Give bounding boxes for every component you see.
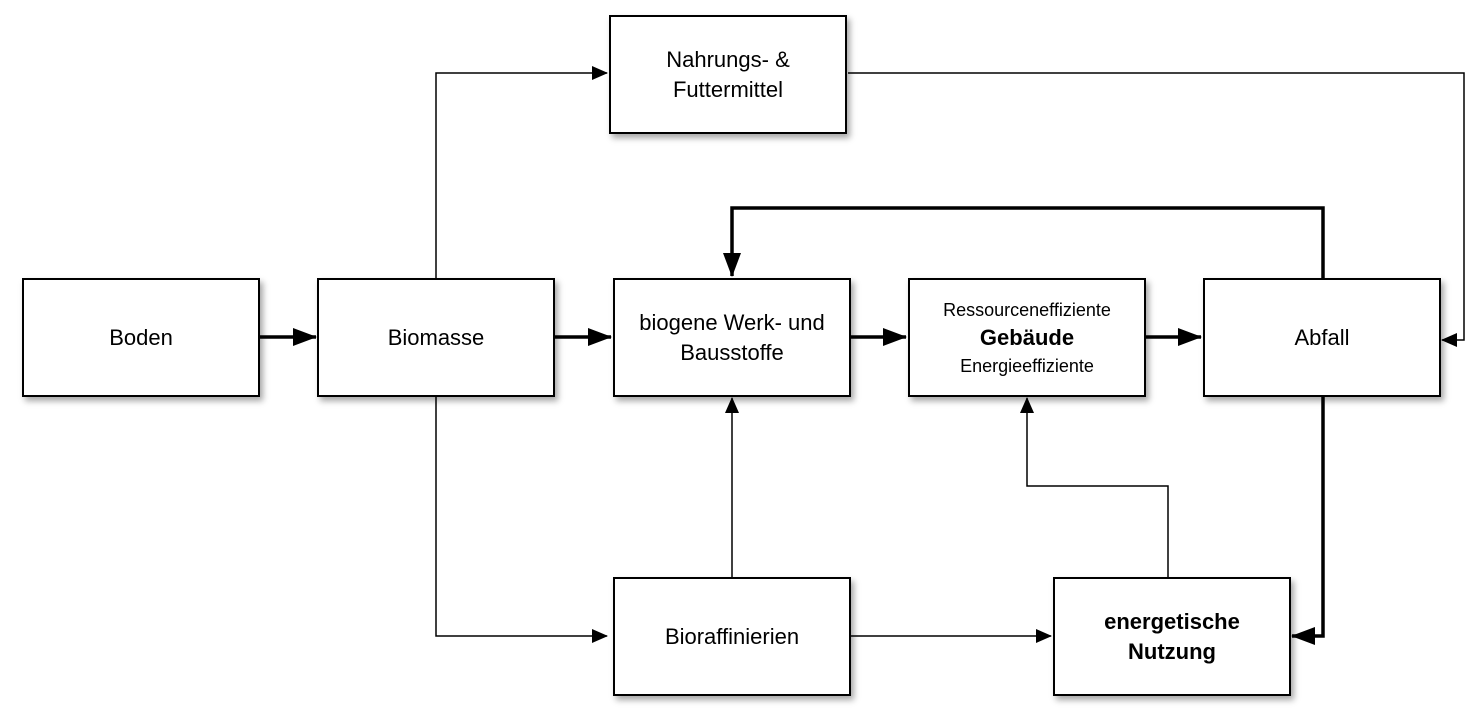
node-boden-label: Boden (109, 324, 173, 350)
node-boden: Boden (22, 278, 260, 397)
node-nahrung-line2: Futtermittel (672, 76, 784, 102)
node-gebaeude-main: Gebäude (979, 324, 1075, 350)
node-biomasse-label: Biomasse (387, 324, 485, 350)
node-abfall-label: Abfall (1294, 324, 1350, 350)
node-energie-line1: energetische (1104, 608, 1240, 634)
node-nahrung-line1: Nahrungs- & (666, 46, 790, 72)
node-abfall: Abfall (1203, 278, 1441, 397)
node-werkstoffe-line1: biogene Werk- und (639, 309, 825, 335)
node-gebaeude-bottom: Energieeffiziente (960, 355, 1094, 376)
node-energie-line2: Nutzung (1128, 638, 1216, 664)
node-bioraff-label: Bioraffinierien (664, 623, 800, 649)
node-biomasse: Biomasse (317, 278, 555, 397)
node-werkstoffe-line2: Bausstoffe (680, 339, 784, 365)
edge-energie-gebaeude (1020, 397, 1169, 577)
edge-abfall-energie (1291, 397, 1325, 645)
node-bioraff: Bioraffinierien (613, 577, 851, 696)
node-werkstoffe: biogene Werk- und Bausstoffe (613, 278, 851, 397)
node-gebaeude-top: Ressourceneffiziente (943, 299, 1111, 320)
edge-biomasse-bioraff (435, 397, 608, 643)
node-nahrung: Nahrungs- & Futtermittel (609, 15, 847, 134)
node-energie: energetische Nutzung (1053, 577, 1291, 696)
edge-abfall-werkstoffe (723, 206, 1325, 278)
edge-nahrung-abfall (848, 72, 1465, 347)
edge-biomasse-nahrung (435, 66, 608, 278)
node-gebaeude: Ressourceneffiziente Gebäude Energieeffi… (908, 278, 1146, 397)
